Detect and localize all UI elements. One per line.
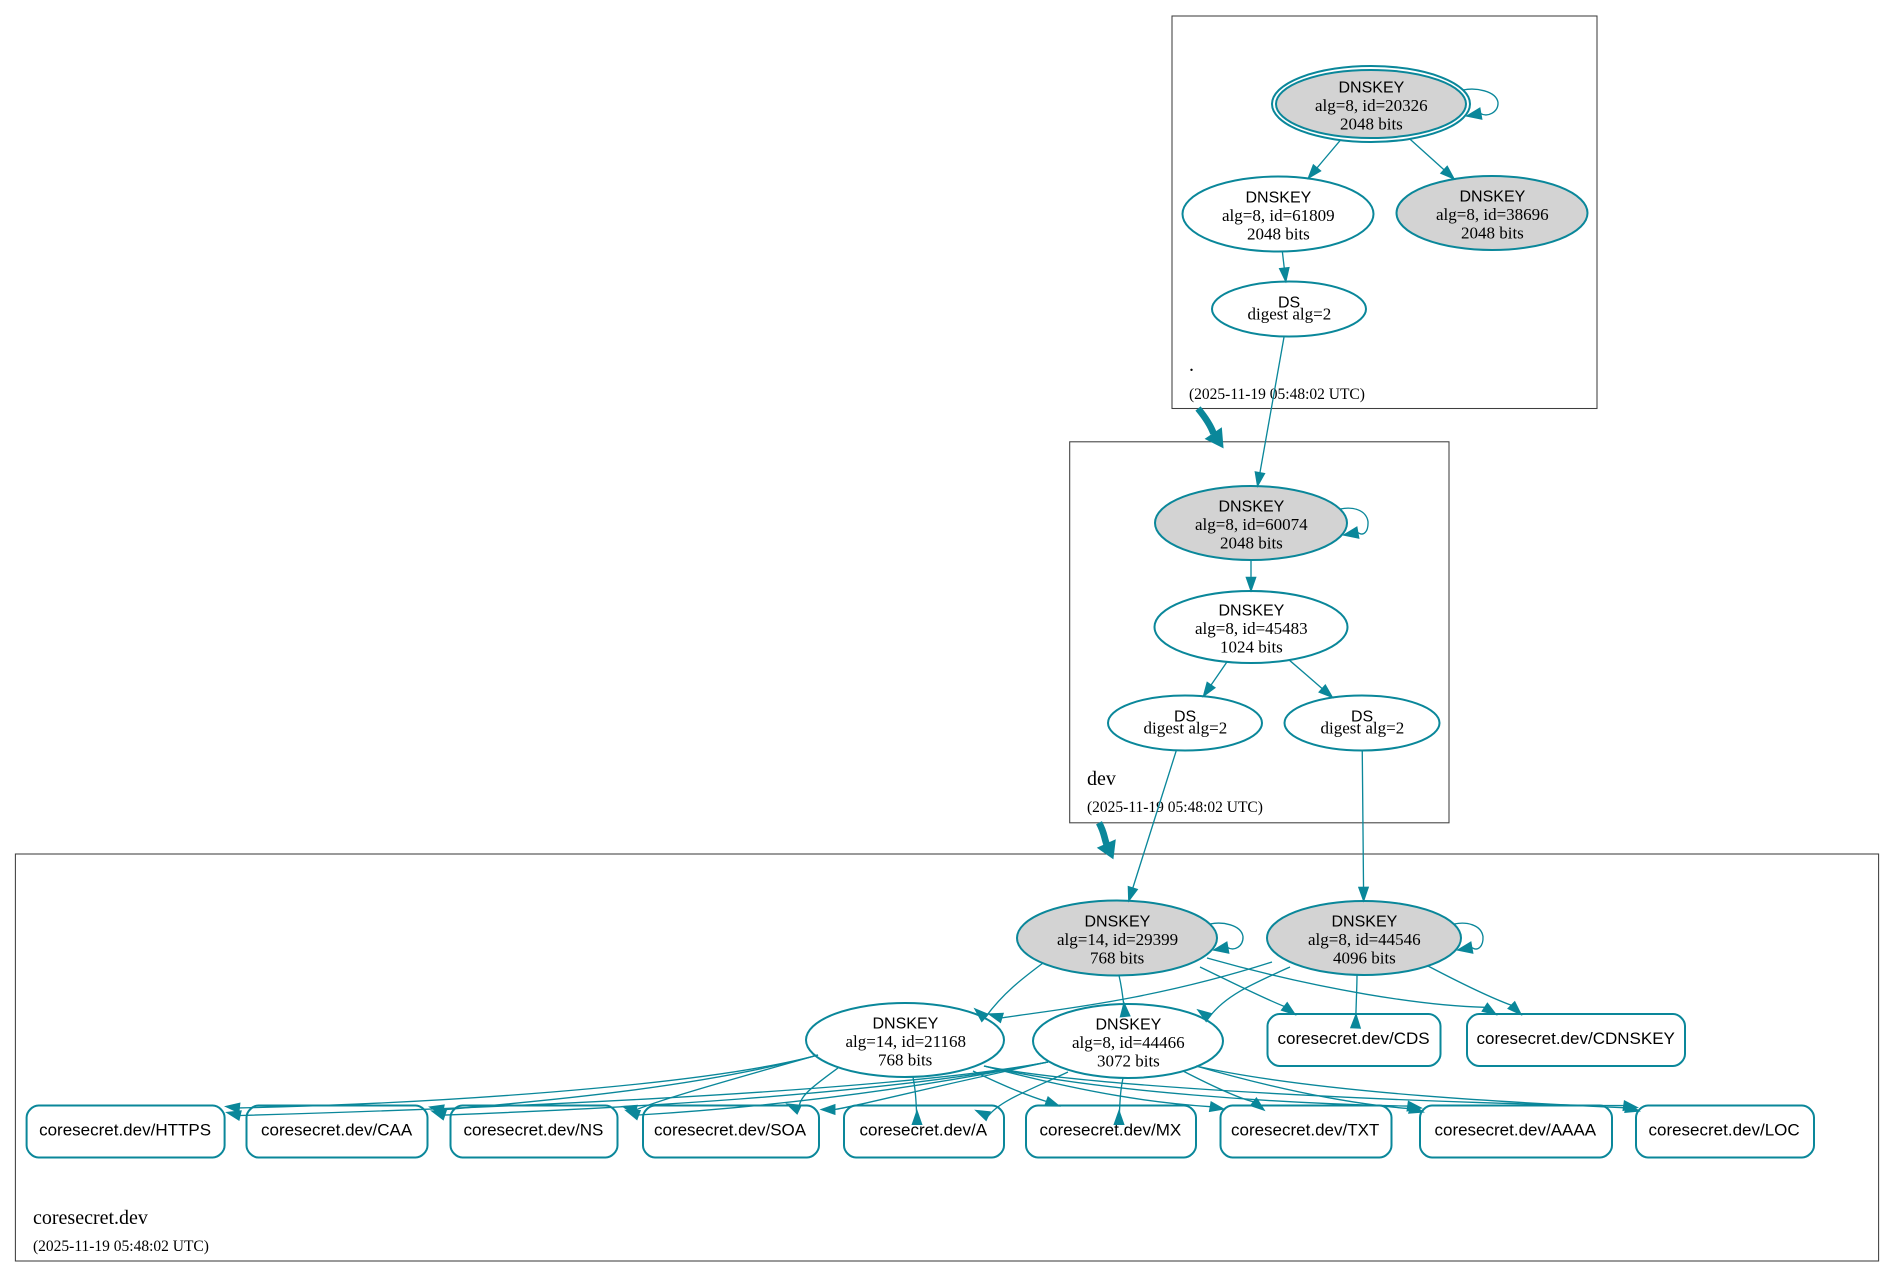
svg-text:coresecret.dev/CDNSKEY: coresecret.dev/CDNSKEY <box>1477 1029 1675 1048</box>
svg-text:4096 bits: 4096 bits <box>1333 949 1396 968</box>
svg-text:digest alg=2: digest alg=2 <box>1321 719 1405 738</box>
svg-text:(2025-11-19 05:48:02 UTC): (2025-11-19 05:48:02 UTC) <box>1087 799 1263 816</box>
svg-text:DNSKEY: DNSKEY <box>1339 80 1405 97</box>
svg-text:2048 bits: 2048 bits <box>1340 115 1403 134</box>
svg-text:DNSKEY: DNSKEY <box>1219 499 1285 516</box>
svg-text:coresecret.dev/NS: coresecret.dev/NS <box>464 1121 604 1140</box>
svg-text:2048 bits: 2048 bits <box>1461 224 1524 243</box>
svg-text:coresecret.dev: coresecret.dev <box>33 1207 148 1229</box>
svg-text:.: . <box>1189 354 1194 376</box>
svg-text:digest alg=2: digest alg=2 <box>1144 719 1228 738</box>
svg-text:1024 bits: 1024 bits <box>1220 638 1283 657</box>
svg-text:DS: DS <box>1174 709 1196 726</box>
svg-text:2048 bits: 2048 bits <box>1220 534 1283 553</box>
svg-text:coresecret.dev/AAAA: coresecret.dev/AAAA <box>1435 1121 1597 1140</box>
svg-text:alg=8, id=61809: alg=8, id=61809 <box>1222 206 1335 225</box>
svg-text:DNSKEY: DNSKEY <box>1096 1017 1162 1034</box>
svg-text:coresecret.dev/CDS: coresecret.dev/CDS <box>1278 1029 1430 1048</box>
svg-text:alg=8, id=45483: alg=8, id=45483 <box>1195 619 1308 638</box>
svg-text:coresecret.dev/CAA: coresecret.dev/CAA <box>261 1121 413 1140</box>
svg-text:alg=8, id=20326: alg=8, id=20326 <box>1315 96 1428 115</box>
svg-text:DS: DS <box>1278 295 1300 312</box>
svg-text:alg=8, id=60074: alg=8, id=60074 <box>1195 515 1308 534</box>
svg-text:2048 bits: 2048 bits <box>1247 225 1310 244</box>
svg-text:dev: dev <box>1087 768 1116 790</box>
svg-text:DNSKEY: DNSKEY <box>1219 603 1285 620</box>
svg-text:(2025-11-19 05:48:02 UTC): (2025-11-19 05:48:02 UTC) <box>1189 386 1365 403</box>
svg-text:coresecret.dev/MX: coresecret.dev/MX <box>1040 1121 1182 1140</box>
svg-text:DNSKEY: DNSKEY <box>1332 914 1398 931</box>
svg-text:alg=8, id=38696: alg=8, id=38696 <box>1436 205 1549 224</box>
svg-text:768 bits: 768 bits <box>878 1051 932 1070</box>
svg-text:DS: DS <box>1351 709 1373 726</box>
svg-text:coresecret.dev/HTTPS: coresecret.dev/HTTPS <box>39 1121 211 1140</box>
svg-text:768 bits: 768 bits <box>1090 949 1144 968</box>
svg-text:alg=14, id=21168: alg=14, id=21168 <box>846 1032 967 1051</box>
svg-text:coresecret.dev/LOC: coresecret.dev/LOC <box>1649 1121 1800 1140</box>
svg-text:alg=8, id=44466: alg=8, id=44466 <box>1072 1033 1185 1052</box>
svg-text:coresecret.dev/A: coresecret.dev/A <box>860 1121 988 1140</box>
svg-text:alg=14, id=29399: alg=14, id=29399 <box>1057 930 1178 949</box>
svg-text:3072 bits: 3072 bits <box>1097 1052 1160 1071</box>
svg-text:coresecret.dev/TXT: coresecret.dev/TXT <box>1231 1121 1379 1140</box>
svg-text:(2025-11-19 05:48:02 UTC): (2025-11-19 05:48:02 UTC) <box>33 1238 209 1255</box>
svg-text:DNSKEY: DNSKEY <box>873 1016 939 1033</box>
svg-text:coresecret.dev/SOA: coresecret.dev/SOA <box>654 1121 807 1140</box>
svg-text:DNSKEY: DNSKEY <box>1246 190 1312 207</box>
svg-text:alg=8, id=44546: alg=8, id=44546 <box>1308 930 1421 949</box>
svg-text:DNSKEY: DNSKEY <box>1460 189 1526 206</box>
svg-text:DNSKEY: DNSKEY <box>1085 914 1151 931</box>
svg-text:digest alg=2: digest alg=2 <box>1248 305 1332 324</box>
